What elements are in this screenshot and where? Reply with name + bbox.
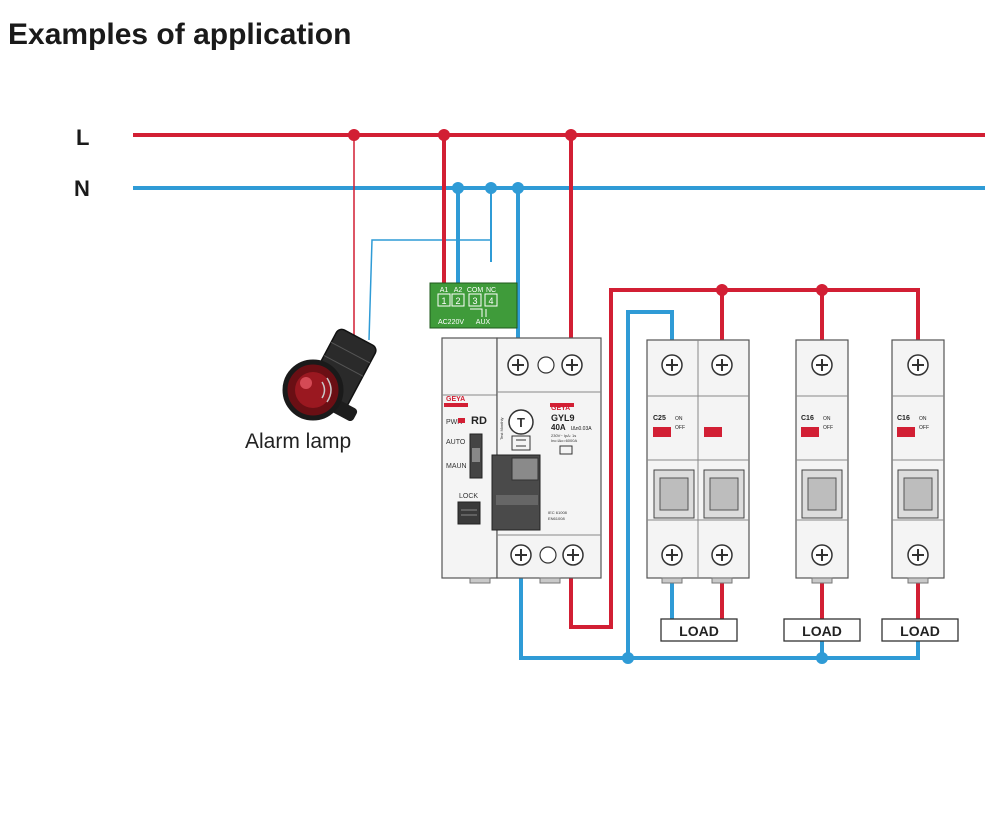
terminal-a2-label: A2 — [454, 287, 463, 294]
junction-dots — [348, 129, 577, 194]
rd-pwr-label: PWR — [446, 419, 462, 426]
terminal-voltage-label: AC220V — [438, 319, 464, 326]
alarm-lamp-label: Alarm lamp — [245, 430, 351, 453]
breaker-on-label: ON — [675, 416, 683, 422]
distribution-live-bus — [569, 288, 920, 629]
terminal-2-number: 2 — [455, 296, 460, 306]
load-label: LOAD — [679, 623, 719, 639]
rd-auto-label: AUTO — [446, 439, 466, 446]
breaker-rating: C16 — [897, 415, 910, 422]
neutral-line-label: N — [74, 176, 90, 201]
rcd-device: GEYA GYL9 40A IΔn0.03A 230V~ IpΔ: 1s Inc… — [491, 337, 602, 584]
terminal-com-label: COM — [467, 287, 484, 294]
rd-module: GEYA PWR RD AUTO MAUN LOCK — [441, 337, 498, 584]
junction-dot — [816, 652, 828, 664]
pwr-indicator — [458, 418, 465, 423]
svg-text:230V~ IpΔ: 1s: 230V~ IpΔ: 1s — [551, 433, 576, 438]
neutral-feed-to-c25 — [626, 310, 674, 658]
breaker-status-window — [653, 427, 671, 437]
alarm-lamp — [282, 328, 377, 422]
rcd-rating: 40A — [551, 423, 566, 432]
breaker-c16-1: C16 ON OFF — [795, 339, 849, 584]
test-monthly-label: Test Monthly — [499, 418, 504, 440]
sound-icon — [321, 377, 332, 403]
distribution-neutral-bus — [519, 578, 920, 660]
aux-terminal-block: A1 A2 COM NC 1 2 3 4 AC220V AUX — [429, 282, 518, 329]
breaker-rating: C16 — [801, 415, 814, 422]
rd-manual-label: MAUN — [446, 463, 467, 470]
relay-contact-symbol — [470, 308, 487, 317]
lamp-neutral-wire — [368, 239, 491, 341]
live-line-label: L — [76, 125, 89, 150]
breaker-status-window — [801, 427, 819, 437]
breaker-on-label: ON — [919, 416, 927, 422]
circuit-symbol-icon — [511, 435, 531, 451]
terminal-aux-label: AUX — [476, 319, 491, 326]
breaker-off-label: OFF — [919, 425, 929, 431]
terminal-1-number: 1 — [441, 296, 446, 306]
terminal-3-number: 3 — [472, 296, 477, 306]
breaker-rating: C25 — [653, 415, 666, 422]
load-box: LOAD — [783, 618, 861, 642]
breaker-on-label: ON — [823, 416, 831, 422]
rcd-sensitivity: IΔn0.03A — [571, 426, 592, 432]
breaker-c16-2: C16 ON OFF — [891, 339, 945, 584]
junction-dot — [716, 284, 728, 296]
load-label: LOAD — [802, 623, 842, 639]
terminal-4-number: 4 — [488, 296, 493, 306]
svg-text:IEC 61008: IEC 61008 — [548, 510, 568, 515]
rd-brand: GEYA — [446, 396, 465, 403]
breaker-status-window — [897, 427, 915, 437]
svg-text:Inc:IΔc=6000A: Inc:IΔc=6000A — [551, 438, 577, 443]
rd-model: RD — [471, 415, 487, 427]
rcd-model: GYL9 — [551, 413, 575, 423]
rcd-brand: GEYA — [551, 405, 570, 412]
page-title: Examples of application — [8, 18, 352, 51]
load-box: LOAD — [660, 618, 738, 642]
junction-dot — [622, 652, 634, 664]
terminal-a1-label: A1 — [440, 287, 449, 294]
test-button[interactable] — [508, 409, 534, 435]
breaker-c25: C25 ON OFF — [646, 339, 750, 584]
load-box: LOAD — [881, 618, 959, 642]
lock-knob[interactable] — [457, 501, 481, 525]
load-label: LOAD — [900, 623, 940, 639]
rd-lock-label: LOCK — [459, 493, 478, 500]
breaker-off-label: OFF — [675, 425, 685, 431]
breaker-off-label: OFF — [823, 425, 833, 431]
svg-text:EN61008: EN61008 — [548, 516, 565, 521]
terminal-nc-label: NC — [486, 287, 496, 294]
test-button-label: T — [517, 415, 525, 430]
junction-dot — [816, 284, 828, 296]
